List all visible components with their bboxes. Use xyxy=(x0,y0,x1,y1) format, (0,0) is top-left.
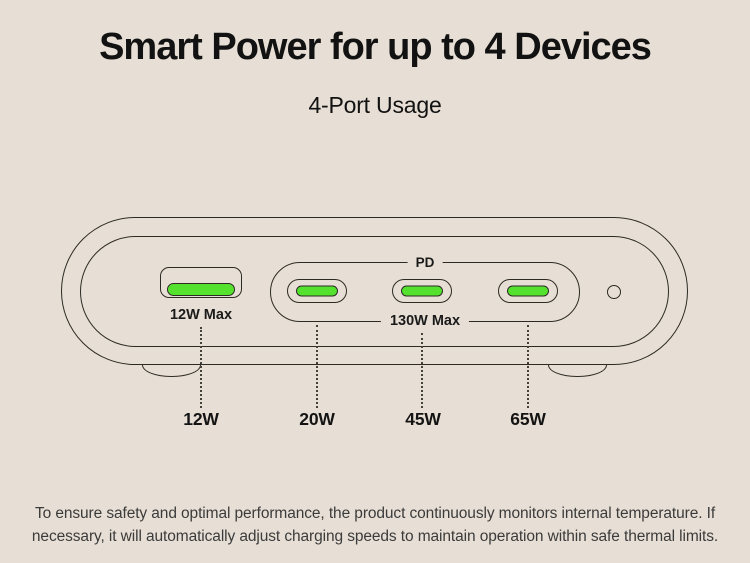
usb-c-port-3 xyxy=(498,279,558,303)
pd-label: PD xyxy=(407,254,443,272)
thermal-safety-note: To ensure safety and optimal performance… xyxy=(31,505,719,545)
page-title: Smart Power for up to 4 Devices xyxy=(99,26,652,68)
page-subtitle: 4-Port Usage xyxy=(308,92,442,118)
usb-a-port xyxy=(160,267,242,298)
usb-c-pin-icon xyxy=(401,285,443,297)
usb-c-port-2 xyxy=(392,279,452,303)
leader-line-usb-a xyxy=(199,327,202,408)
leader-line-usb-c2 xyxy=(420,333,423,408)
watt-label-usb-c2: 45W xyxy=(405,409,441,429)
charger-body-outline xyxy=(61,217,688,365)
usb-a-max-label: 12W Max xyxy=(169,307,233,323)
charger-faceplate-outline xyxy=(80,236,669,347)
watt-label-usb-c3: 65W xyxy=(510,409,546,429)
device-foot-right xyxy=(548,364,607,377)
watt-label-usb-c1: 20W xyxy=(299,409,335,429)
leader-line-usb-c3 xyxy=(526,325,529,408)
usb-a-pin-icon xyxy=(166,282,235,296)
watt-label-usb-a: 12W xyxy=(183,409,219,429)
usb-c-pin-icon xyxy=(507,285,549,297)
status-led-icon xyxy=(607,285,621,299)
usb-c-pin-icon xyxy=(296,285,338,297)
leader-line-usb-c1 xyxy=(315,325,318,408)
device-foot-left xyxy=(142,364,201,377)
usb-c-port-1 xyxy=(287,279,347,303)
pd-port-group: PD 130W Max xyxy=(270,254,580,330)
group-max-label: 130W Max xyxy=(380,312,470,330)
